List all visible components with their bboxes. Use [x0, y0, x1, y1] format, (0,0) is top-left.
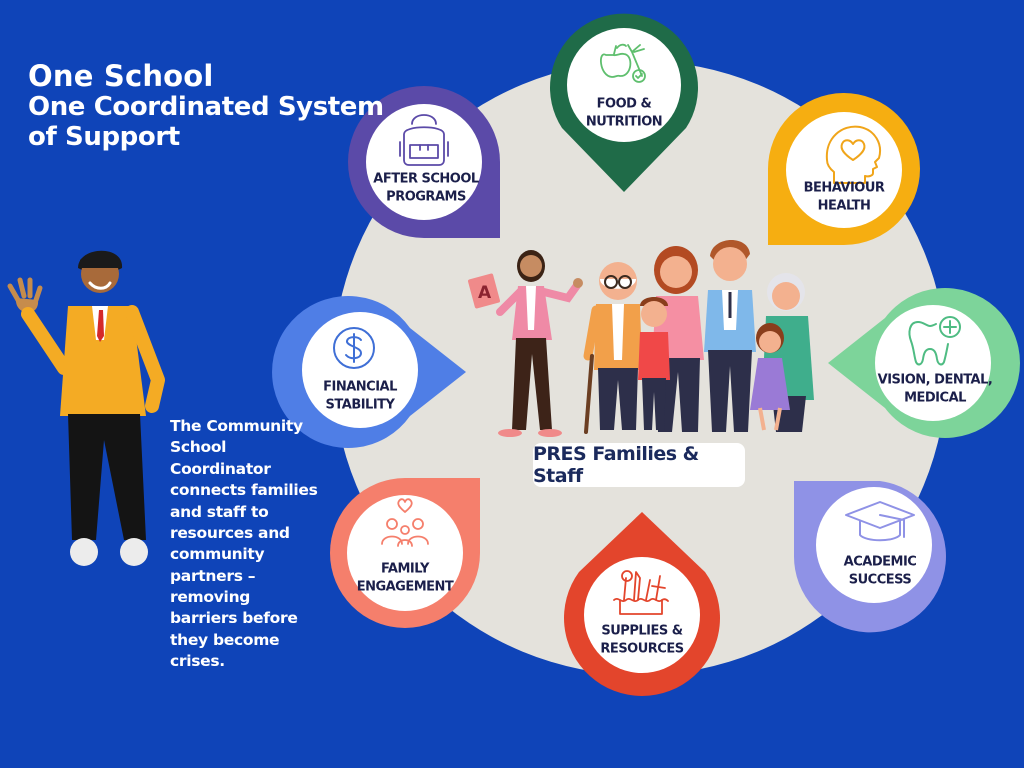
pin-academic — [793, 481, 946, 633]
label-vision-line1: VISION, DENTAL, — [877, 372, 993, 388]
tooth-plus-icon — [908, 316, 961, 366]
label-food: FOOD & NUTRITION — [569, 95, 679, 130]
girl-figure — [750, 323, 790, 431]
backpack-icon — [399, 114, 449, 166]
pin-family — [330, 478, 480, 628]
title-line-1: One School — [28, 59, 214, 93]
label-food-line2: NUTRITION — [585, 114, 663, 129]
label-family-line2: ENGAGEMENT — [356, 579, 454, 594]
pin-behaviour — [767, 93, 920, 246]
label-academic-line1: ACADEMIC — [843, 554, 917, 570]
family-heart-icon — [381, 498, 429, 547]
center-label: PRES Families & Staff — [533, 443, 745, 487]
title-line-3: of Support — [28, 122, 180, 153]
dad-figure — [704, 239, 756, 432]
dollar-icon — [333, 327, 375, 369]
families-staff-illustration: A — [468, 239, 814, 437]
svg-text:A: A — [478, 283, 492, 303]
pin-vision — [828, 288, 1021, 438]
head-heart-icon — [825, 125, 881, 184]
label-supplies-line1: SUPPLIES & — [601, 623, 683, 639]
grandpa-figure — [583, 262, 642, 434]
label-family: FAMILY ENGAGEMENT — [350, 560, 460, 595]
graduation-cap-icon — [845, 501, 915, 542]
apple-carrot-icon — [600, 43, 646, 83]
label-supplies-line2: RESOURCES — [600, 641, 684, 656]
page-title: One School One Coordinated System of Sup… — [28, 59, 384, 153]
label-afterschool: AFTER SCHOOL PROGRAMS — [371, 170, 481, 205]
title-line-2: One Coordinated System — [28, 92, 384, 123]
pin-financial — [272, 296, 466, 449]
label-family-line1: FAMILY — [381, 561, 429, 577]
label-financial: FINANCIAL STABILITY — [305, 378, 415, 413]
label-financial-line1: FINANCIAL — [323, 379, 397, 395]
label-financial-line2: STABILITY — [325, 397, 395, 412]
label-afterschool-line1: AFTER SCHOOL — [373, 171, 479, 187]
label-academic-line2: SUCCESS — [848, 572, 912, 587]
pin-food — [550, 13, 698, 193]
label-behaviour-line2: HEALTH — [817, 198, 871, 213]
pin-supplies — [563, 512, 720, 696]
label-vision-line2: MEDICAL — [904, 390, 966, 405]
label-behaviour: BEHAVIOUR HEALTH — [789, 179, 899, 214]
label-afterschool-line2: PROGRAMS — [386, 189, 466, 204]
coordinator-figure — [7, 250, 165, 566]
label-behaviour-line1: BEHAVIOUR — [803, 180, 885, 196]
label-food-line1: FOOD & — [596, 96, 652, 112]
coordinator-description: The Community School Coordinator connect… — [170, 417, 318, 671]
label-vision: VISION, DENTAL, MEDICAL — [877, 371, 993, 406]
label-supplies: SUPPLIES & RESOURCES — [587, 622, 697, 657]
teacher-figure: A — [468, 250, 583, 437]
art-supplies-icon — [613, 570, 669, 615]
pin-afterschool — [348, 86, 500, 238]
label-academic: ACADEMIC SUCCESS — [825, 553, 935, 588]
boy-figure — [638, 297, 670, 430]
